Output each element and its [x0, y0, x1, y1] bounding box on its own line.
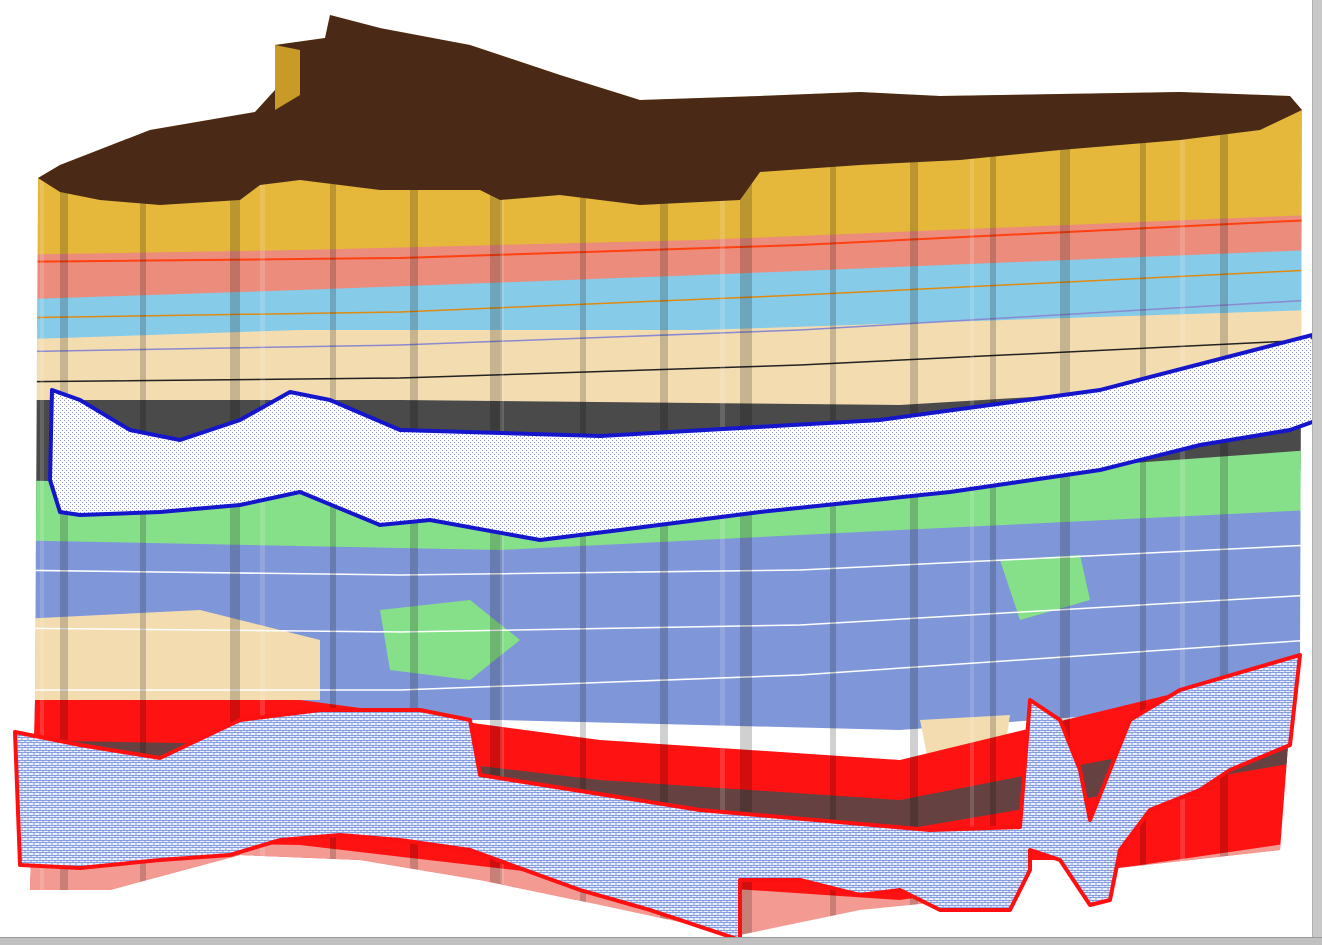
viewport-bottom-border [0, 937, 1322, 945]
top-surface [38, 15, 1302, 205]
facies-green-patch [380, 600, 520, 680]
facies-dark-gray-lower [30, 720, 1302, 830]
facies-periwinkle [30, 510, 1302, 730]
viewport-right-border [1312, 0, 1322, 944]
facies-beige-lower [30, 610, 320, 700]
upper-highlight-zone[interactable] [48, 333, 1312, 542]
lower-highlight-zone[interactable] [13, 653, 1302, 937]
top-block-side [275, 45, 300, 110]
facies-green-patch-2 [1000, 555, 1090, 620]
